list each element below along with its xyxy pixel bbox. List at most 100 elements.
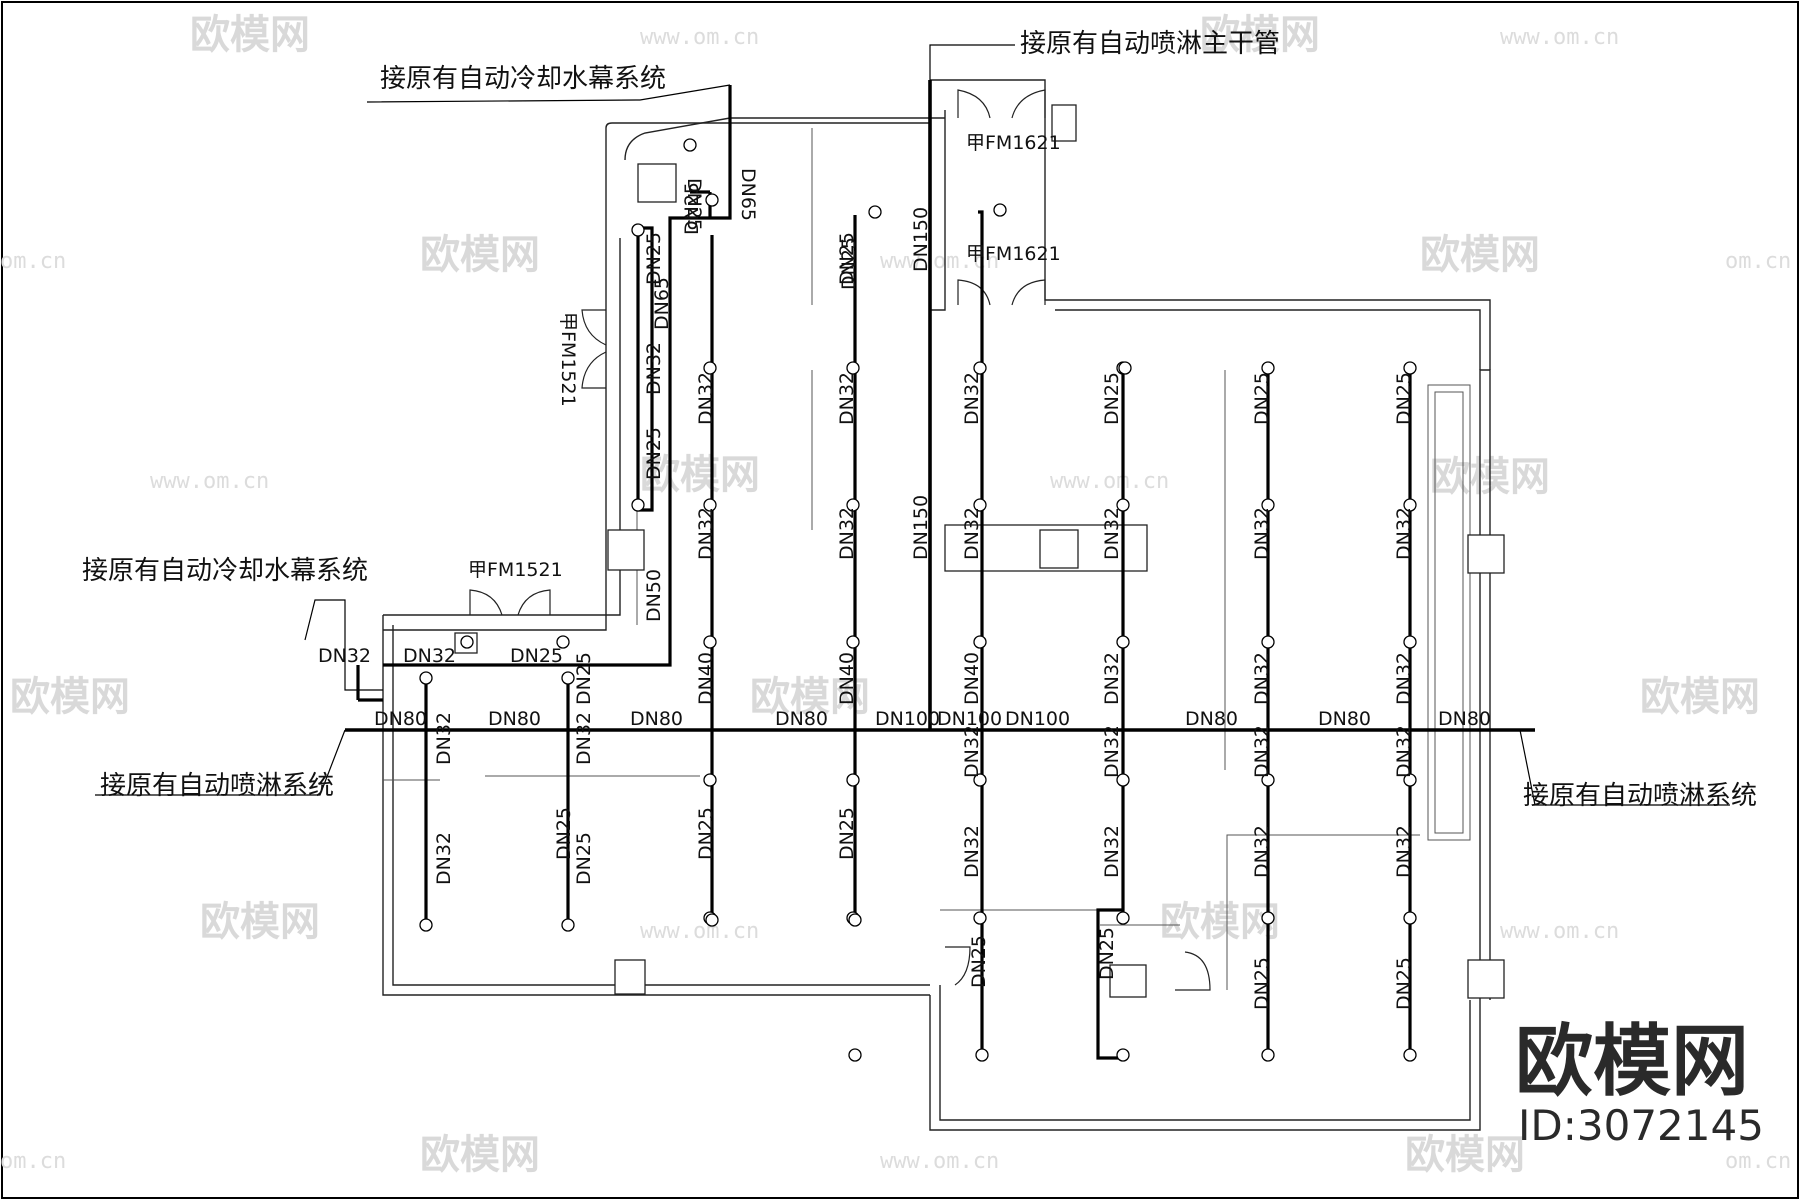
pipe-size-label: DN80	[1185, 708, 1238, 730]
note-sprinkler-left: 接原有自动喷淋系统	[100, 771, 334, 801]
sprinkler-head	[1118, 361, 1132, 375]
sprinkler-head	[460, 635, 474, 649]
watermark-brand: 欧模网	[10, 674, 130, 720]
pipe-size-label: DN32	[961, 372, 983, 425]
pipe-size-label: DN25	[1251, 957, 1273, 1010]
sprinkler-head	[419, 671, 433, 685]
doors	[469, 89, 1211, 991]
sprinkler-head	[973, 635, 987, 649]
sprinkler-heads	[419, 138, 1417, 1062]
pipe-size-label: DN65	[737, 168, 759, 221]
door-label: 甲FM1521	[557, 312, 579, 407]
pipe-size-label: DN32	[1251, 652, 1273, 705]
pipe-size-label: DN25	[573, 832, 595, 885]
pipe-size-label: DN150	[910, 495, 932, 560]
sprinkler-head	[419, 918, 433, 932]
watermark-url: www.om.cn	[1500, 25, 1619, 50]
column	[614, 959, 646, 995]
column	[1109, 964, 1147, 998]
branch-pipe	[978, 210, 984, 1058]
sprinkler-head	[848, 913, 862, 927]
building-walls	[382, 79, 1491, 1131]
pipe-size-label: DN25	[681, 182, 703, 235]
sprinkler-head	[703, 498, 717, 512]
sprinkler-head	[868, 205, 882, 219]
sprinkler-head	[703, 635, 717, 649]
pipe-size-label: DN32	[433, 712, 455, 765]
note-sprinkler-main: 接原有自动喷淋主干管	[1020, 29, 1280, 59]
sprinkler-head	[1261, 1048, 1275, 1062]
pipe-size-label: DN25	[573, 652, 595, 705]
sprinkler-head	[1403, 498, 1417, 512]
door-swing	[469, 589, 503, 616]
watermark-layer: 欧模网欧模网欧模网欧模网欧模网欧模网欧模网欧模网欧模网欧模网欧模网欧模网欧模网w…	[0, 12, 1791, 1178]
brand-name: 欧模网	[1515, 1017, 1749, 1107]
sprinkler-head	[703, 773, 717, 787]
sprinkler-head	[561, 671, 575, 685]
pipe-size-label: DN32	[836, 507, 858, 560]
sprinkler-head	[973, 773, 987, 787]
door-swing	[517, 589, 551, 616]
sprinkler-head	[1403, 773, 1417, 787]
pipe-size-label: DN150	[910, 207, 932, 272]
pipe-size-label: DN100	[937, 708, 1002, 730]
door-swing	[1175, 951, 1211, 991]
sprinkler-head	[846, 498, 860, 512]
sprinkler-head	[561, 918, 575, 932]
sprinkler-head	[1116, 773, 1130, 787]
pipe-size-label: DN25	[838, 237, 860, 290]
columns	[454, 104, 1505, 999]
sprinkler-head	[846, 773, 860, 787]
pipe-size-label: DN25	[683, 178, 705, 231]
watermark-brand: 欧模网	[420, 232, 540, 278]
pipe-size-label: DN32	[695, 507, 717, 560]
pipe-size-label: DN50	[643, 569, 665, 622]
sprinkler-head	[846, 361, 860, 375]
sprinkler-head	[1116, 1048, 1130, 1062]
pipe-size-label: DN32	[433, 832, 455, 885]
column	[1039, 529, 1079, 569]
pipe-size-label: DN40	[695, 652, 717, 705]
sprinkler-head	[1116, 911, 1130, 925]
watermark-url: www.om.cn	[880, 1149, 999, 1174]
sprinkler-head	[1116, 635, 1130, 649]
pipe-size-label: DN80	[630, 708, 683, 730]
watermark-brand: 欧模网	[1160, 899, 1280, 945]
pipe-size-label: DN32	[1101, 507, 1123, 560]
curtain-branch	[636, 226, 654, 512]
pipe-size-label: DN32	[1393, 725, 1415, 778]
pipe-size-label: DN32	[573, 712, 595, 765]
sprinkler-head	[846, 635, 860, 649]
pipe-size-label: DN25	[1096, 927, 1118, 980]
pipe-size-label: DN25	[968, 935, 990, 988]
watermark-brand: 欧模网	[420, 1132, 540, 1178]
pipe-size-label: DN32	[695, 372, 717, 425]
watermark-brand: 欧模网	[1420, 232, 1540, 278]
pipe-size-label: DN25	[1251, 372, 1273, 425]
watermark-url: www.om.cn	[150, 469, 269, 494]
watermark-brand: 欧模网	[750, 674, 870, 720]
pipe-size-label: DN25	[510, 645, 563, 667]
column	[1051, 104, 1077, 142]
watermark-brand: 欧模网	[190, 12, 310, 58]
sprinkler-head	[1261, 911, 1275, 925]
sprinkler-head	[975, 1048, 989, 1062]
door-label: 甲FM1521	[468, 559, 563, 581]
notes: 接原有自动冷却水幕系统 接原有自动冷却水幕系统 接原有自动喷淋主干管 接原有自动…	[82, 29, 1757, 811]
column	[607, 529, 645, 571]
door-label: 甲FM1621	[966, 132, 1061, 154]
sprinkler-head	[1403, 911, 1417, 925]
pipe-size-label: DN25	[1101, 372, 1123, 425]
sprinkler-head	[1261, 361, 1275, 375]
sprinkler-head	[973, 911, 987, 925]
column	[1467, 534, 1505, 574]
branch-pipe	[1096, 365, 1125, 1060]
door-swing	[1011, 89, 1046, 119]
pipe-size-label: DN25	[643, 427, 665, 480]
pipe-size-label: DN32	[1393, 507, 1415, 560]
image-id: ID:3072145	[1518, 1101, 1764, 1150]
sprinkler-head	[973, 361, 987, 375]
door-swing	[945, 946, 971, 986]
pipe-size-label: DN100	[1005, 708, 1070, 730]
